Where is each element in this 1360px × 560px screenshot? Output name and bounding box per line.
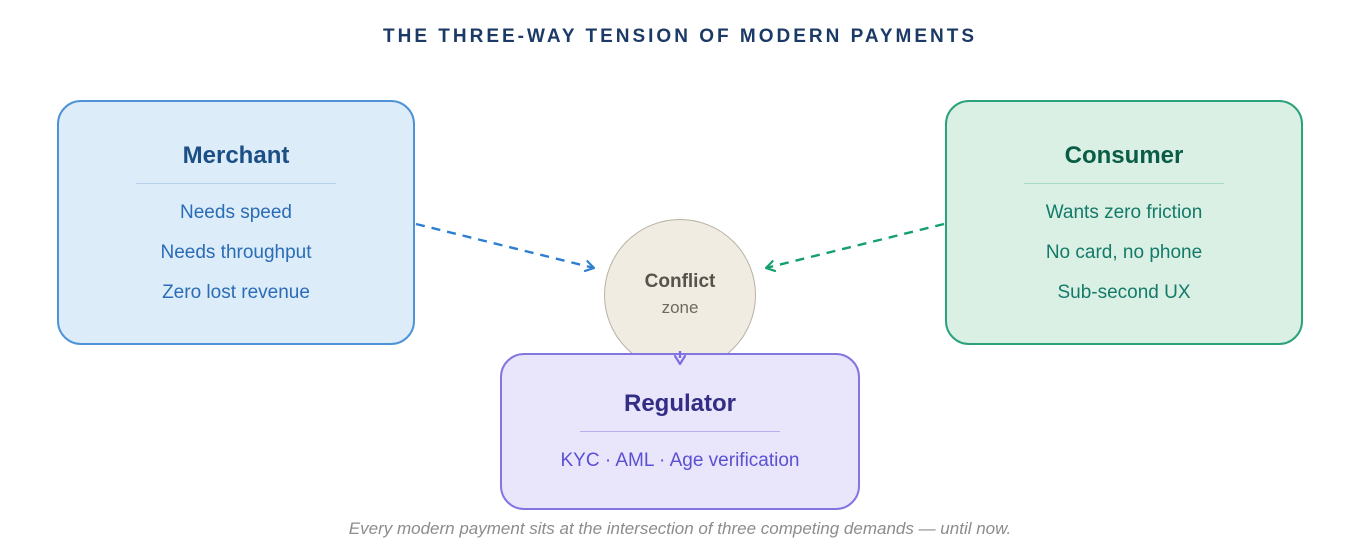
- consumer-box: Consumer Wants zero friction No card, no…: [945, 100, 1303, 345]
- conflict-zone-sublabel: zone: [661, 298, 699, 317]
- regulator-box: Regulator KYC · AML · Age verification: [500, 353, 860, 510]
- consumer-item: Sub-second UX: [1057, 282, 1191, 303]
- merchant-item: Zero lost revenue: [162, 282, 310, 303]
- consumer-item: No card, no phone: [1045, 242, 1203, 263]
- merchant-item: Needs throughput: [160, 242, 312, 263]
- regulator-divider: [580, 431, 780, 432]
- consumer-divider: [1024, 183, 1224, 184]
- consumer-item: Wants zero friction: [1045, 202, 1203, 223]
- footer-caption: Every modern payment sits at the interse…: [348, 519, 1012, 538]
- merchant-conflict-arrow: [415, 222, 596, 273]
- conflict-zone-circle: Conflict zone: [604, 219, 756, 371]
- merchant-item: Needs speed: [180, 202, 292, 223]
- conflict-zone-label: Conflict: [644, 271, 716, 292]
- regulator-box-title: Regulator: [623, 390, 736, 417]
- merchant-box: Merchant Needs speed Needs throughput Ze…: [57, 100, 415, 345]
- merchant-divider: [136, 183, 336, 184]
- page-title: THE THREE-WAY TENSION OF MODERN PAYMENTS: [383, 26, 977, 47]
- consumer-box-title: Consumer: [1064, 142, 1184, 169]
- merchant-box-title: Merchant: [182, 142, 290, 169]
- regulator-item: KYC · AML · Age verification: [560, 450, 800, 471]
- consumer-conflict-arrow: [764, 222, 945, 273]
